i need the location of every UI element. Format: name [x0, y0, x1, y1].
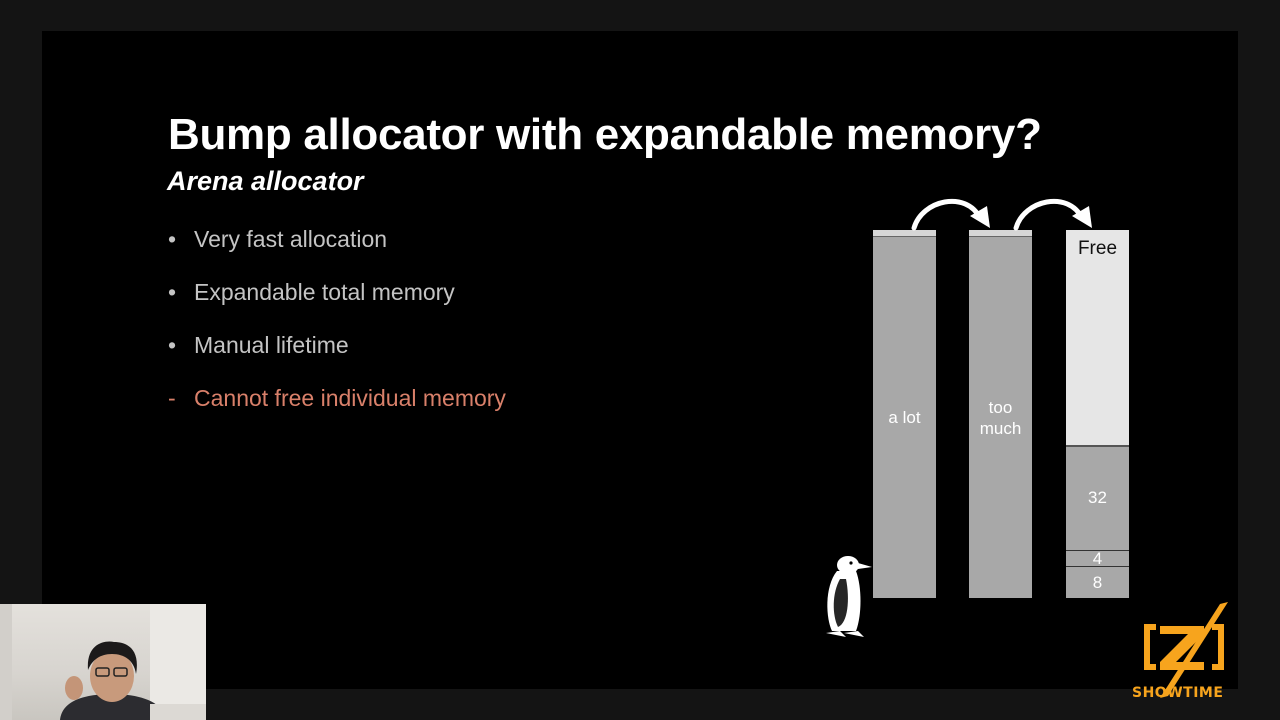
segment-label: 8: [1092, 573, 1103, 592]
segment-label: 4: [1092, 549, 1103, 568]
slide: [42, 31, 1238, 689]
block-label: much: [979, 419, 1022, 438]
bullet-item: • Very fast allocation: [168, 226, 506, 279]
bullet-marker: •: [168, 279, 177, 305]
memory-block-1: a lot: [873, 230, 936, 598]
block-label: too: [988, 398, 1013, 417]
logo-text: SHOWTIME: [1132, 685, 1224, 701]
slide-subtitle: Arena allocator: [167, 166, 364, 196]
segment-divider: [1066, 566, 1129, 567]
zig-showtime-logo: [1144, 602, 1228, 698]
bullet-text: Cannot free individual memory: [194, 385, 506, 411]
bullet-item-con: - Cannot free individual memory: [168, 385, 506, 438]
block-used-top: [873, 230, 936, 237]
bullet-text: Very fast allocation: [194, 226, 388, 252]
free-region: Free: [1066, 230, 1129, 447]
curved-arrow-icon: [911, 198, 990, 231]
segment-divider: [1066, 550, 1129, 551]
presenter-image: [0, 604, 206, 720]
bullet-marker: •: [168, 226, 177, 252]
block-used-top: [969, 230, 1032, 237]
bullet-list: • Very fast allocation • Expandable tota…: [168, 226, 506, 438]
penguin-icon: [826, 556, 872, 637]
slide-title: Bump allocator with expandable memory?: [168, 110, 1042, 159]
bullet-marker: •: [168, 332, 177, 358]
bullet-item: • Expandable total memory: [168, 279, 506, 332]
segment-label: 32: [1088, 488, 1107, 507]
bullet-text: Manual lifetime: [194, 332, 349, 358]
bullet-text: Expandable total memory: [194, 279, 455, 305]
free-label: Free: [1077, 238, 1118, 259]
bullet-marker: -: [168, 385, 176, 411]
memory-block-2: too much: [969, 230, 1032, 598]
block-label: a lot: [888, 408, 921, 427]
curved-arrow-icon: [1013, 198, 1092, 231]
memory-block-3: Free 32 4 8: [1066, 230, 1129, 598]
webcam-overlay: [0, 604, 206, 720]
bullet-item: • Manual lifetime: [168, 332, 506, 385]
